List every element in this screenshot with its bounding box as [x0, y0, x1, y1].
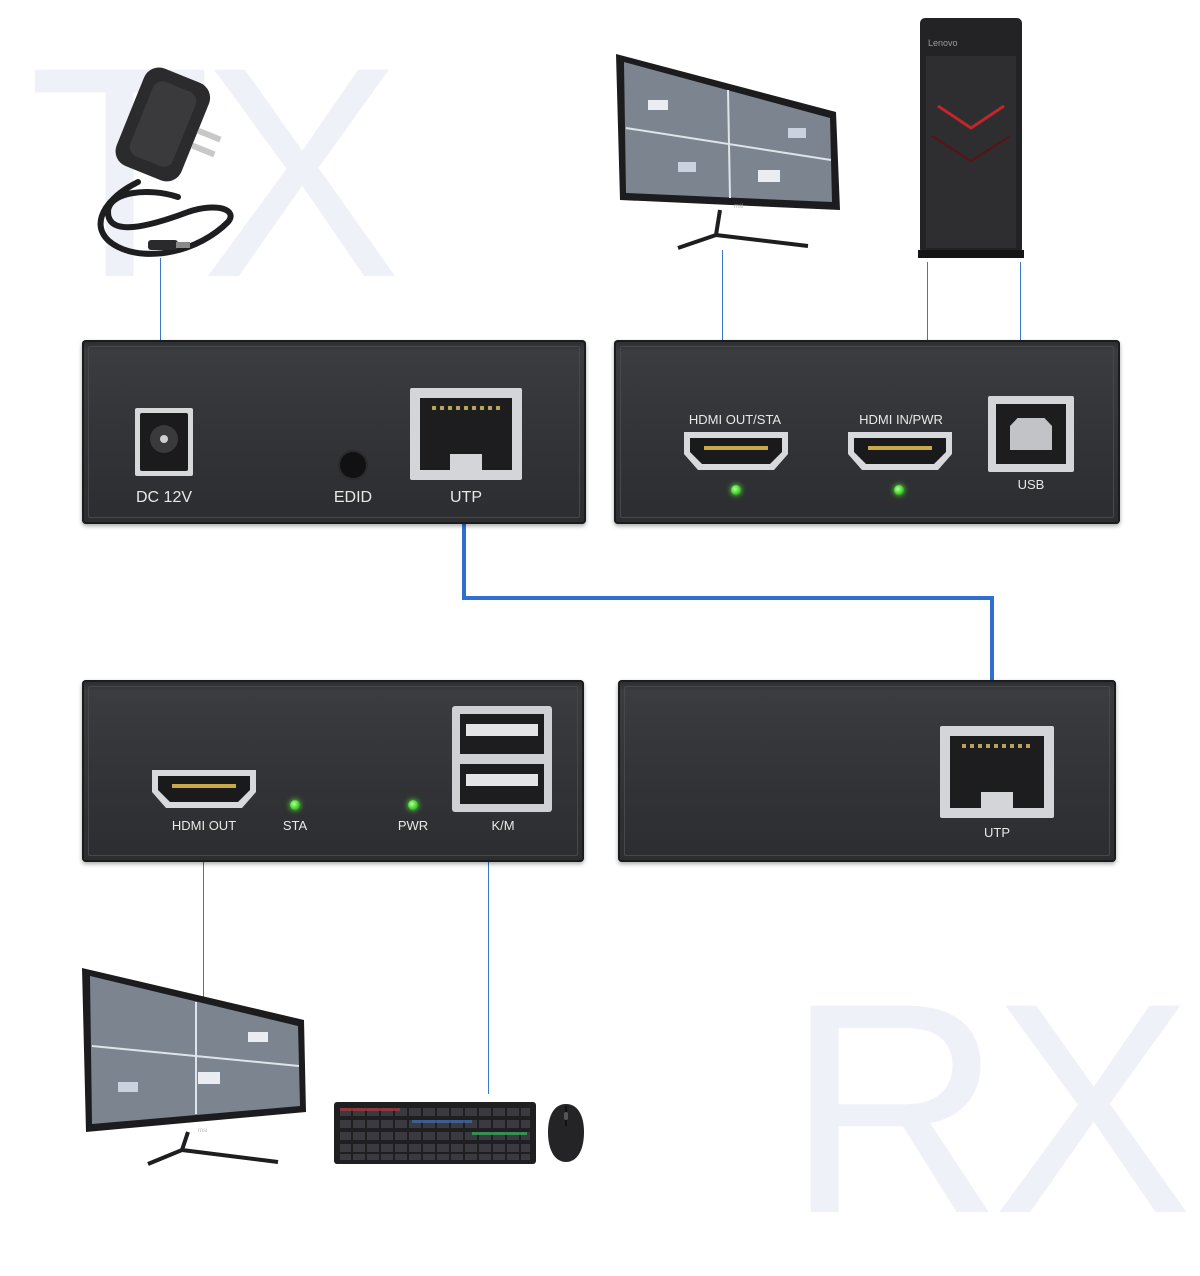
dc-power-port[interactable]: [135, 408, 193, 476]
tx-hdmi-out-port[interactable]: [680, 428, 792, 474]
rx-sta-label: STA: [282, 818, 308, 833]
monitor-brand-text: msi: [734, 204, 743, 210]
rx-hdmi-out-label: HDMI OUT: [171, 818, 237, 833]
usb-label: USB: [1017, 477, 1045, 492]
dc-port-label: DC 12V: [135, 489, 193, 506]
rx-rear-panel: UTP: [618, 680, 1116, 862]
rx-utp-port[interactable]: [940, 726, 1054, 818]
rx-monitor-brand-text: msi: [198, 1128, 207, 1134]
pc-brand-text: Lenovo: [928, 38, 958, 48]
tx-sta-led: [731, 485, 741, 495]
utp-link-cable: [462, 520, 994, 706]
tx-utp-port[interactable]: [410, 388, 522, 480]
tx-rear-panel: HDMI OUT/STA HDMI IN/PWR USB: [614, 340, 1120, 524]
usb-cable-line: [1020, 262, 1021, 398]
rx-front-panel: HDMI OUT STA PWR K/M: [82, 680, 584, 862]
rx-km-cable-line: [488, 842, 489, 1094]
km-label: K/M: [491, 818, 515, 833]
rx-hdmi-out-port[interactable]: [148, 766, 260, 812]
mouse-icon: [548, 1104, 584, 1162]
rx-utp-label: UTP: [984, 825, 1010, 840]
tx-utp-label: UTP: [450, 489, 482, 506]
tx-pwr-led: [894, 485, 904, 495]
km-usb-ports[interactable]: [452, 706, 552, 812]
pc-tower-icon: Lenovo: [918, 18, 1024, 258]
tx-watermark: TX: [28, 4, 401, 340]
rx-monitor-icon: msi: [82, 968, 306, 1166]
rx-pwr-label: PWR: [397, 818, 429, 833]
edid-button[interactable]: [340, 452, 366, 478]
rx-sta-led: [290, 800, 300, 810]
tx-monitor-icon: msi: [616, 54, 840, 250]
rx-hdmi-cable-line: [203, 842, 204, 997]
rx-pwr-led: [408, 800, 418, 810]
tx-hdmi-in-port[interactable]: [844, 428, 956, 474]
usb-b-port[interactable]: [988, 396, 1074, 472]
power-adapter-icon: [97, 67, 234, 257]
hdmi-out-sta-label: HDMI OUT/STA: [688, 412, 782, 427]
keyboard-icon: [334, 1102, 536, 1164]
edid-label: EDID: [333, 489, 373, 506]
hdmi-in-pwr-label: HDMI IN/PWR: [859, 412, 943, 427]
tx-front-panel: DC 12V EDID UTP: [82, 340, 586, 524]
power-cable-line: [160, 258, 161, 390]
